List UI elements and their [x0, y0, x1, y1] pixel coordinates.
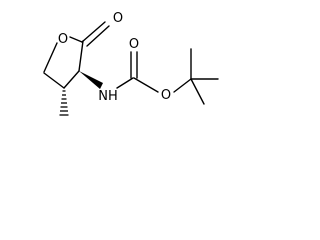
- bond-n-carbamate-c: [116, 77, 134, 89]
- wedge-bond-c3-n: [79, 71, 103, 89]
- bond-ring-o-ch2: [43, 42, 58, 73]
- bond-lactone-co-a: [81, 21, 106, 43]
- hashed-bond-methyl: [59, 90, 69, 116]
- atom-label-ester-oxygen: O: [161, 88, 171, 103]
- bond-carbamate-c-ester-o: [133, 77, 159, 93]
- chemical-structure: O O NH O O: [43, 11, 219, 116]
- atom-label-carbonyl-oxygen: O: [113, 11, 123, 26]
- bond-tbu-methyl-down: [190, 78, 205, 105]
- bond-ester-o-quaternary-c: [173, 78, 192, 93]
- bond-ch2-c4: [43, 72, 65, 89]
- atom-label-nitrogen: NH: [98, 89, 118, 104]
- atom-label-boc-carbonyl-oxygen: O: [129, 37, 139, 52]
- bond-ring-o-carbonyl-c: [69, 36, 83, 43]
- bond-c3-carbonyl-c: [78, 40, 84, 72]
- bond-c4-c3: [63, 70, 80, 89]
- bond-lactone-co-b: [86, 25, 110, 47]
- atom-label-ring-oxygen: O: [58, 32, 68, 47]
